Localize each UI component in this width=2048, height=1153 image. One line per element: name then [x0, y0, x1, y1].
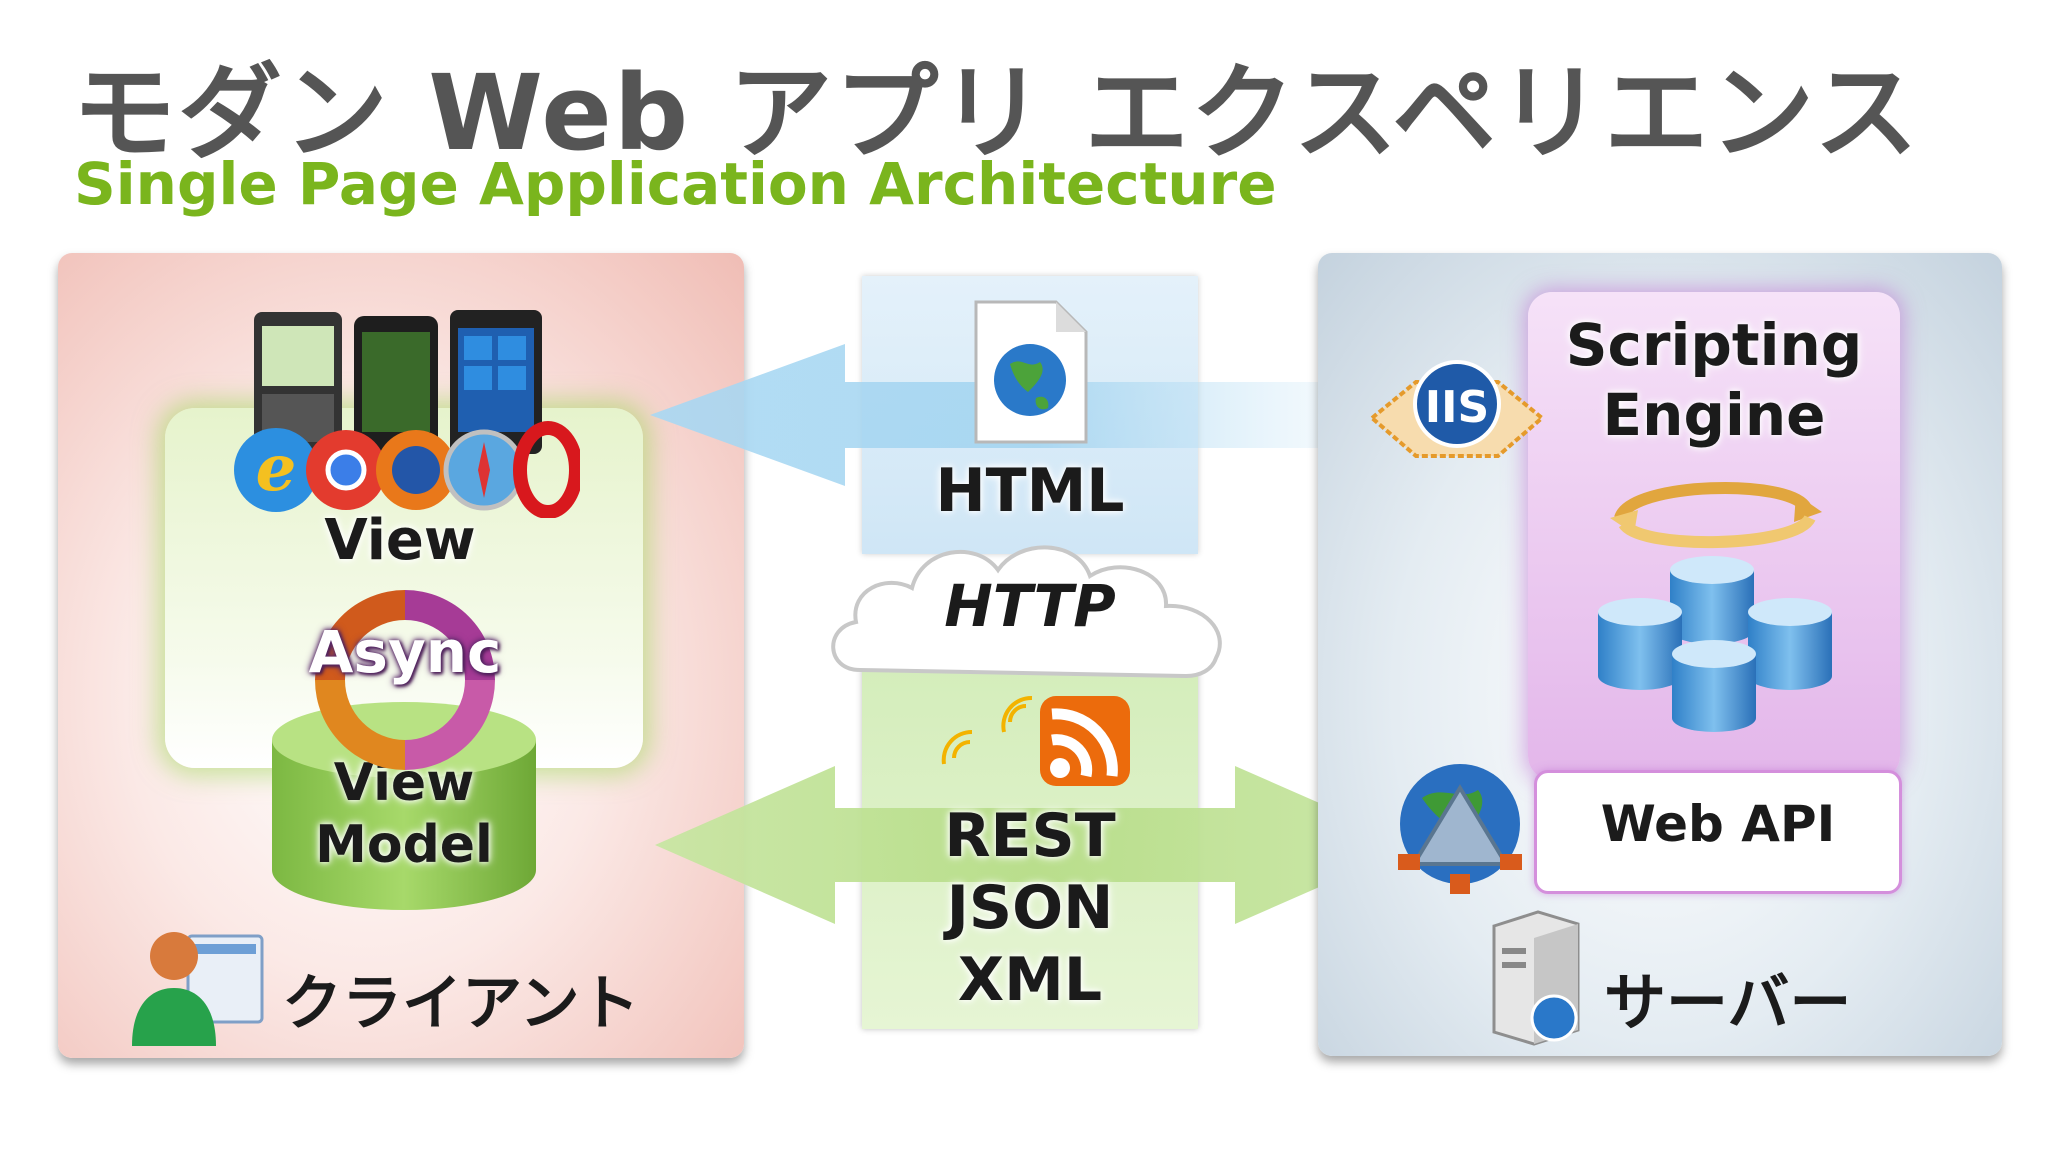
iis-icon-label: IIS: [1425, 382, 1489, 433]
scripting-engine-label: Scripting Engine: [1565, 311, 1863, 449]
sync-icon: [1610, 481, 1822, 549]
svg-text:e: e: [256, 431, 297, 506]
async-cycle-icon: [315, 590, 495, 770]
phones-icon: [254, 310, 542, 454]
http-label: HTTP: [944, 572, 1116, 640]
globe-server-icon: [1398, 764, 1522, 894]
cloud-icon: [831, 545, 1222, 679]
rest-arrow: [655, 766, 1415, 924]
document-globe-icon: [974, 300, 1088, 444]
server-label: サーバー: [1604, 966, 1852, 1039]
view-label: View: [324, 508, 476, 573]
client-label: クライアント: [282, 969, 640, 1039]
rest-label: REST JSON XML: [944, 801, 1116, 1015]
html-label: HTML: [935, 456, 1125, 526]
webapi-label: Web API: [1600, 795, 1836, 853]
async-label: Async: [308, 618, 502, 686]
user-icon: [132, 932, 264, 1046]
page-subtitle: Single Page Application Architecture: [74, 150, 1277, 218]
server-icon: [1492, 910, 1580, 1046]
rss-icon: [941, 695, 1130, 786]
iis-icon: IIS: [1368, 360, 1546, 458]
page-title: モダン Web アプリ エクスペリエンス: [72, 52, 1921, 174]
database-icon: [1598, 556, 1832, 732]
webapi-box: [1534, 770, 1902, 894]
browsers-icon: e: [234, 421, 580, 518]
